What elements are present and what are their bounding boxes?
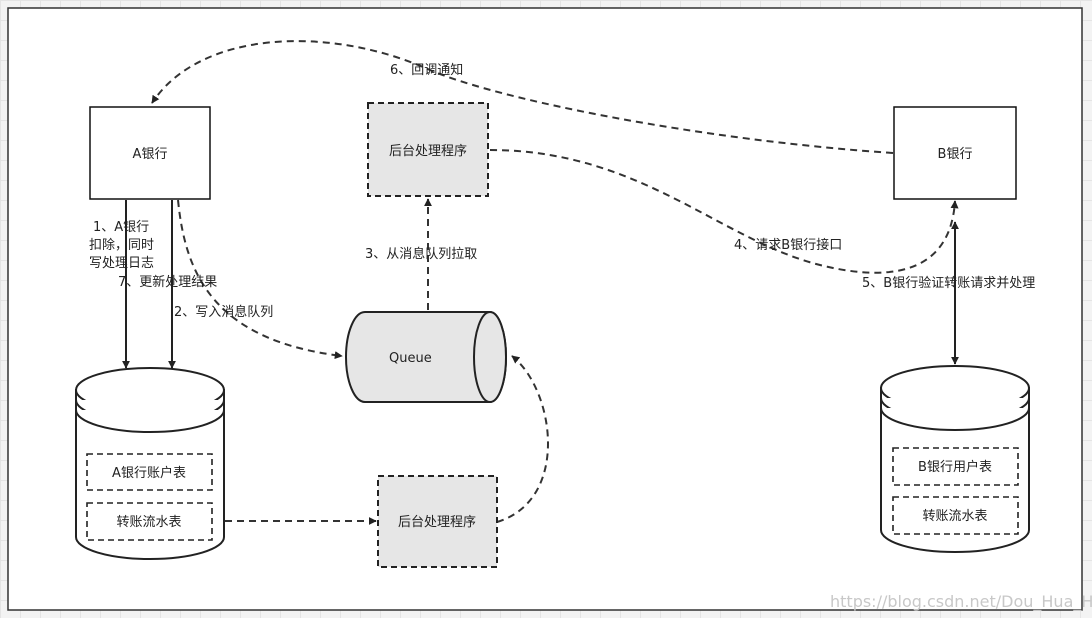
label-step5: 5、B银行验证转账请求并处理 bbox=[862, 275, 1035, 291]
node-bank-b bbox=[893, 106, 1017, 200]
label-step2: 2、写入消息队列 bbox=[174, 304, 273, 320]
table-b-users bbox=[892, 447, 1019, 486]
table-b-flow bbox=[892, 496, 1019, 535]
node-bank-a-label: A银行 bbox=[133, 147, 168, 162]
edge-write-queue bbox=[177, 199, 343, 360]
node-queue bbox=[345, 311, 507, 403]
edge-callback bbox=[151, 40, 894, 154]
table-a-flow bbox=[86, 502, 213, 541]
node-bank-b-label: B银行 bbox=[938, 147, 973, 162]
label-step4: 4、请求B银行接口 bbox=[734, 237, 842, 253]
edge-processor-to-queue bbox=[496, 355, 549, 523]
table-a-accounts-label: A银行账户表 bbox=[112, 465, 186, 481]
table-a-accounts bbox=[86, 453, 213, 491]
table-a-flow-label: 转账流水表 bbox=[116, 515, 181, 530]
node-processor-top-label: 后台处理程序 bbox=[389, 144, 467, 159]
label-step1-line3: 写处理日志 bbox=[89, 256, 154, 271]
label-step7: 7、更新处理结果 bbox=[118, 274, 217, 290]
table-b-users-label: B银行用户表 bbox=[918, 459, 992, 475]
table-b-flow-label: 转账流水表 bbox=[922, 509, 987, 524]
node-processor-top bbox=[367, 102, 489, 197]
watermark: https://blog.csdn.net/Dou_Hua_Hua bbox=[830, 592, 1092, 612]
node-processor-bottom-label: 后台处理程序 bbox=[398, 515, 476, 530]
node-processor-bottom bbox=[377, 475, 498, 568]
node-queue-label: Queue bbox=[389, 351, 432, 366]
node-bank-a bbox=[89, 106, 211, 200]
edge-request-b-bank bbox=[489, 149, 959, 274]
label-step6: 6、回调通知 bbox=[390, 62, 463, 78]
label-step3: 3、从消息队列拉取 bbox=[365, 246, 477, 262]
label-step1-line1: 1、A银行 bbox=[93, 220, 149, 235]
label-step1-line2: 扣除，同时 bbox=[89, 238, 154, 253]
